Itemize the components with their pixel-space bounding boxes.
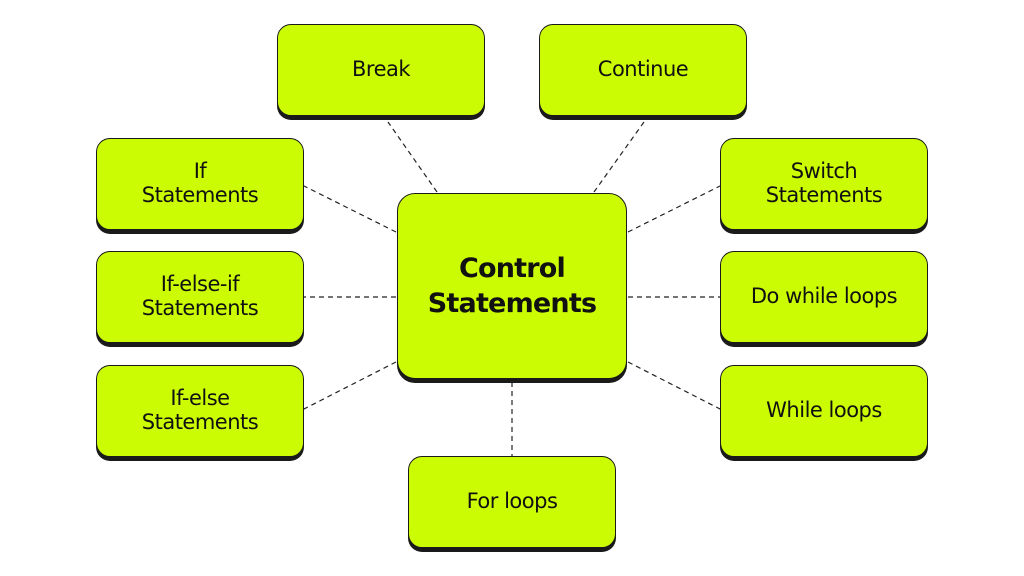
- node-if-else-statements: If-else Statements: [96, 365, 304, 457]
- node-for-loops: For loops: [408, 456, 616, 548]
- node-if-else-if-statements-label: If-else-if Statements: [141, 272, 259, 320]
- node-switch-statements-label: Switch Statements: [765, 159, 883, 207]
- node-if-else-if-statements: If-else-if Statements: [96, 251, 304, 343]
- node-continue-label: Continue: [597, 57, 689, 82]
- center-node-label: Control Statements: [427, 252, 597, 319]
- connector-switch-statements: [627, 184, 723, 233]
- node-do-while-loops: Do while loops: [720, 251, 928, 343]
- connector-continue: [593, 121, 645, 193]
- connector-break: [387, 121, 438, 193]
- connector-if-statements: [301, 184, 397, 233]
- node-switch-statements: Switch Statements: [720, 138, 928, 230]
- center-node-control-statements: Control Statements: [397, 193, 627, 379]
- node-while-loops: While loops: [720, 365, 928, 457]
- node-break: Break: [277, 24, 485, 116]
- node-if-statements: If Statements: [96, 138, 304, 230]
- node-continue: Continue: [539, 24, 747, 116]
- node-do-while-loops-label: Do while loops: [750, 284, 898, 309]
- node-break-label: Break: [351, 57, 411, 82]
- node-while-loops-label: While loops: [766, 398, 882, 423]
- node-if-statements-label: If Statements: [141, 159, 259, 207]
- connector-while-loops: [627, 361, 723, 411]
- node-for-loops-label: For loops: [466, 489, 558, 514]
- node-if-else-statements-label: If-else Statements: [141, 386, 259, 434]
- connector-if-else: [301, 361, 397, 411]
